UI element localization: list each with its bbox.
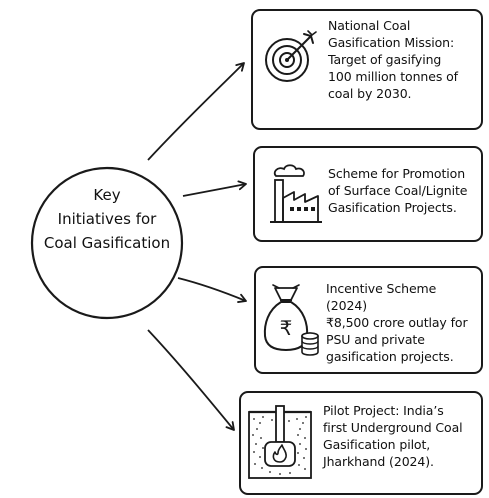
scheme-text: Scheme for Promotion of Surface Coal/Lig… [328,166,468,215]
money-bag-icon: ₹ [263,284,319,356]
target-icon [265,30,317,82]
underground-fire-icon [248,405,312,479]
incentive-text: Incentive Scheme (2024) ₹8,500 crore out… [326,281,468,364]
arrow-to-mission [147,62,245,161]
node-scheme [253,146,483,242]
node-incentive [254,266,483,374]
factory-icon [270,164,322,223]
pilot-text: Pilot Project: India’s first Underground… [323,403,463,469]
center-label: Key Initiatives for Coal Gasification [43,186,171,252]
arrow-to-scheme [182,180,247,197]
arrow-to-pilot [147,329,235,431]
node-mission [251,9,483,130]
mission-text: National Coal Gasification Mission: Targ… [328,18,458,101]
svg-text:₹: ₹ [280,316,293,340]
center-circle [30,166,184,320]
arrow-to-incentive [177,277,247,303]
